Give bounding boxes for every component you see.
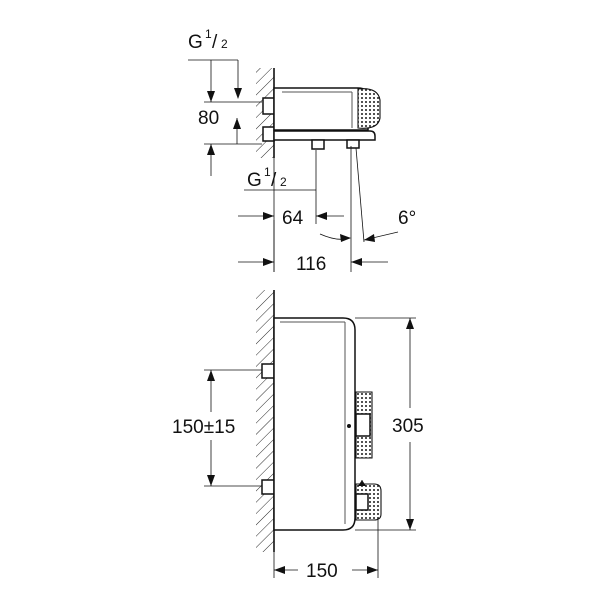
outlet-thread-prefix: G [247, 170, 262, 191]
height-80-dimension: 80 [198, 60, 262, 176]
front-inlet-fitting-upper [261, 363, 275, 379]
front-thermostat-body [273, 317, 356, 531]
inlet-thread-numerator: 1 [205, 27, 212, 41]
inlet-centers-label: 150±15 [172, 417, 235, 438]
angle-label: 6° [398, 208, 416, 229]
depth-label: 116 [296, 254, 326, 275]
height-80-label: 80 [198, 108, 219, 129]
front-height-label: 305 [392, 416, 424, 437]
front-width-dimension: 150 [274, 561, 378, 582]
inlet-thread-prefix: G [188, 32, 203, 53]
front-lower-control [355, 480, 382, 521]
outlet-thread-dimension: G 1 / 2 [244, 165, 316, 191]
front-view: 305 150±15 150 [172, 290, 424, 582]
outlet-distance-label: 64 [282, 208, 304, 229]
side-inlet-fitting-upper [262, 97, 275, 115]
front-width-label: 150 [306, 561, 338, 582]
inlet-thread-denominator: 2 [221, 37, 228, 51]
front-height-dimension: 305 [392, 318, 424, 530]
inlet-thread-dimension: G 1 / 2 [188, 27, 242, 99]
outlet-thread-slash: / [271, 170, 277, 191]
angle-dimension: 6° [319, 208, 416, 242]
outlet-thread-denominator: 2 [280, 175, 287, 189]
side-view: G 1 / 2 80 G 1 / 2 [188, 27, 416, 275]
side-knurled-handle [357, 88, 381, 129]
side-inlet-fitting-lower [262, 126, 275, 142]
inlet-thread-slash: / [212, 32, 218, 53]
front-wall [256, 290, 275, 552]
outlet-thread-numerator: 1 [264, 165, 271, 179]
depth-dimension: 116 [238, 254, 388, 275]
outlet-distance-dimension: 64 [238, 208, 344, 229]
front-upper-control [347, 391, 373, 459]
front-inlet-fitting-lower [261, 479, 275, 495]
inlet-centers-dimension: 150±15 [172, 369, 262, 487]
